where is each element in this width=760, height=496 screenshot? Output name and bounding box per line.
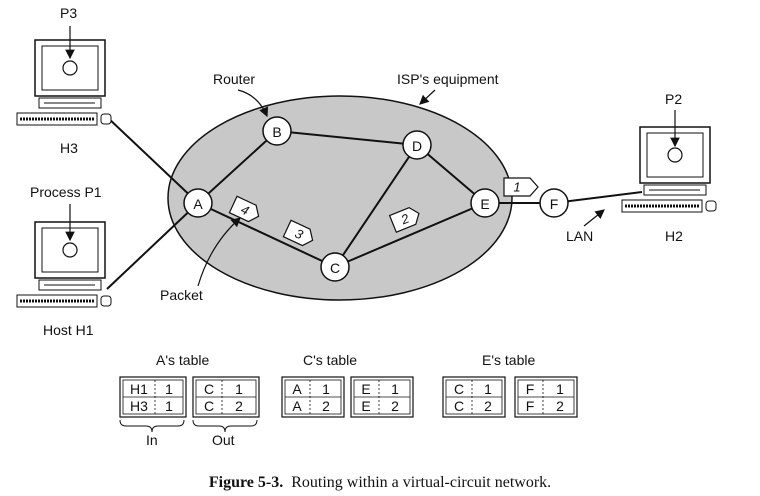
router-e: E — [470, 188, 500, 218]
c-in-r2-c2: 2 — [322, 398, 330, 414]
a-in-r1-c2: 1 — [165, 381, 173, 397]
a-in-r2-c2: 1 — [165, 398, 173, 414]
computer-h2 — [621, 126, 717, 213]
packet-3: 3 — [282, 219, 314, 247]
computer-h3 — [16, 39, 112, 126]
in-brace — [119, 419, 185, 433]
link-d-e — [416, 144, 486, 204]
a-table-title: A's table — [156, 352, 209, 368]
label-p3: P3 — [60, 5, 77, 21]
packet-arrow — [197, 217, 241, 287]
a-out-r2-c1: C — [204, 398, 214, 414]
c-out-r1-c1: E — [361, 381, 370, 397]
e-out-r1-c1: F — [526, 381, 535, 397]
label-packet: Packet — [160, 287, 203, 303]
label-host-h1: Host H1 — [43, 322, 94, 338]
router-b-label: B — [272, 124, 281, 140]
c-table-out: E 1 E 2 — [350, 376, 414, 418]
c-out-r2-c1: E — [361, 398, 370, 414]
router-a: A — [183, 188, 213, 218]
c-table-in: A 1 A 2 — [281, 376, 345, 418]
a-out-r1-c1: C — [204, 381, 214, 397]
link-c-e — [334, 202, 486, 268]
isp-arrow — [419, 89, 436, 105]
c-table-title: C's table — [303, 352, 357, 368]
c-in-r1-c2: 1 — [322, 381, 330, 397]
router-f: F — [539, 188, 569, 218]
router-d-label: D — [412, 138, 422, 154]
e-table-title: E's table — [482, 352, 535, 368]
router-d: D — [402, 130, 432, 160]
computer-h1 — [16, 221, 112, 308]
figure-number: Figure 5-3. — [208, 474, 284, 491]
e-out-r2-c1: F — [526, 398, 535, 414]
a-in-r1-c1: H1 — [130, 381, 148, 397]
label-lan: LAN — [566, 228, 593, 244]
e-table-in: C 1 C 2 — [442, 376, 506, 418]
label-router: Router — [213, 71, 255, 87]
router-b: B — [262, 116, 292, 146]
packet-1-label: 1 — [513, 180, 520, 195]
router-a-label: A — [193, 196, 203, 212]
c-out-r2-c2: 2 — [391, 398, 399, 414]
a-table-out: C 1 C 2 — [192, 376, 260, 418]
packet-2: 2 — [388, 206, 420, 233]
lan-arrow — [583, 209, 605, 227]
e-table-out: F 1 F 2 — [514, 376, 578, 418]
label-isp: ISP's equipment — [397, 71, 499, 87]
a-in-r2-c1: H3 — [130, 398, 148, 414]
packet-1: 1 — [503, 177, 539, 197]
e-out-r2-c2: 2 — [556, 398, 564, 414]
router-e-label: E — [480, 196, 489, 212]
c-out-r1-c2: 1 — [391, 381, 399, 397]
label-h3: H3 — [60, 140, 78, 156]
label-out: Out — [212, 432, 235, 448]
router-c: C — [320, 252, 350, 282]
label-p2: P2 — [665, 91, 682, 107]
a-out-r1-c2: 1 — [235, 381, 243, 397]
link-h1-a — [106, 202, 199, 290]
link-d-c — [334, 144, 418, 268]
router-arrow — [237, 89, 269, 118]
c-in-r2-c1: A — [292, 398, 302, 414]
figure-caption: Figure 5-3. Routing within a virtual-cir… — [0, 474, 760, 492]
label-process-p1: Process P1 — [30, 184, 102, 200]
router-f-label: F — [550, 196, 559, 212]
link-b-d — [276, 130, 418, 146]
label-in: In — [146, 432, 158, 448]
figure-caption-text: Routing within a virtual-circuit network… — [291, 474, 552, 491]
link-h3-a — [106, 116, 199, 204]
e-out-r1-c2: 1 — [556, 381, 564, 397]
out-brace — [192, 419, 258, 433]
network-diagram: A B C D E F 1 2 3 4 P3 H3 — [16, 5, 717, 448]
packet-4: 4 — [228, 195, 260, 223]
a-out-r2-c2: 2 — [235, 398, 243, 414]
e-in-r1-c2: 1 — [484, 381, 492, 397]
e-in-r2-c1: C — [454, 398, 464, 414]
router-c-label: C — [330, 260, 340, 276]
link-f-h2 — [553, 191, 643, 204]
e-in-r2-c2: 2 — [484, 398, 492, 414]
a-table-in: H1 1 H3 1 — [119, 376, 187, 418]
c-in-r1-c1: A — [292, 381, 302, 397]
link-a-c — [197, 202, 336, 268]
e-in-r1-c1: C — [454, 381, 464, 397]
link-a-b — [197, 130, 278, 204]
label-h2: H2 — [665, 228, 683, 244]
